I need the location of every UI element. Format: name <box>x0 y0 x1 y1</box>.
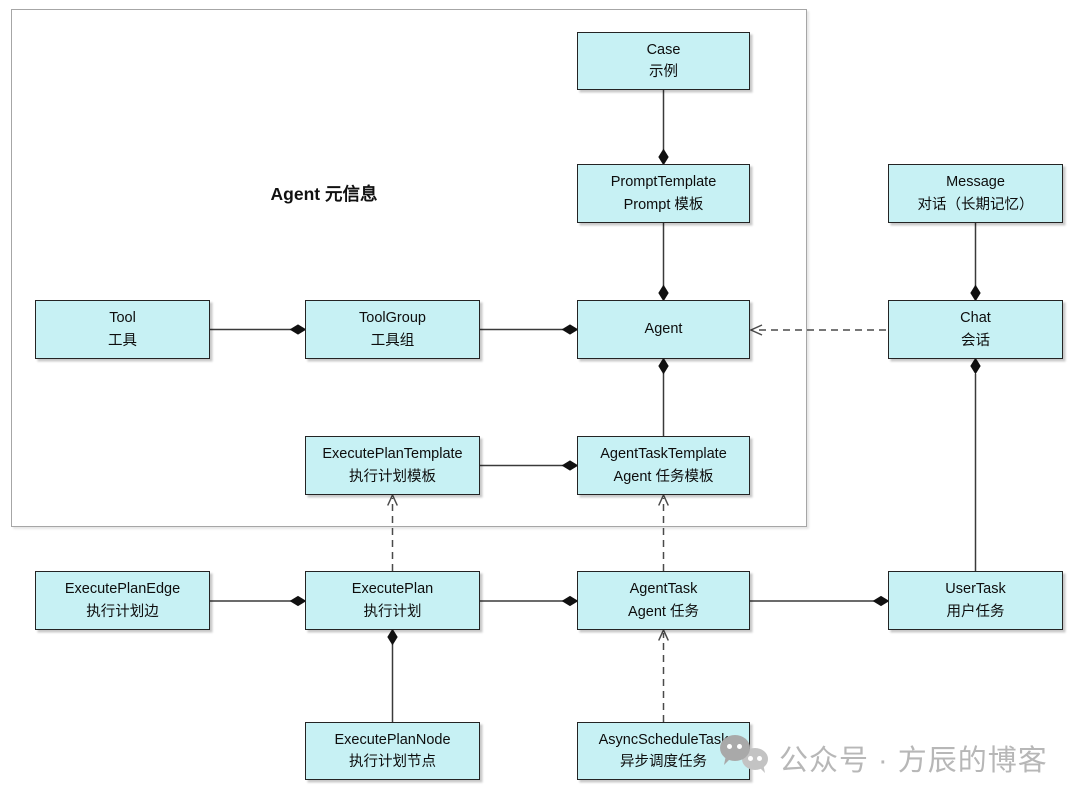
node-tool-group: ToolGroup 工具组 <box>305 300 480 359</box>
node-agent-task-name: AgentTask <box>629 581 698 598</box>
node-agent-task: AgentTask Agent 任务 <box>577 571 750 630</box>
node-execute-plan-template-zh: 执行计划模板 <box>349 468 436 485</box>
node-execute-plan-edge-zh: 执行计划边 <box>86 603 159 620</box>
node-tool-name: Tool <box>109 310 136 327</box>
edge-agenttasktemplate-agent <box>658 357 669 436</box>
node-user-task-name: UserTask <box>945 581 1006 598</box>
agent-meta-group-label: Agent 元信息 <box>270 184 378 204</box>
node-execute-plan-name: ExecutePlan <box>351 581 434 598</box>
node-user-task-zh: 用户任务 <box>946 603 1005 620</box>
node-agent-task-zh: Agent 任务 <box>628 603 699 620</box>
wechat-bubble-front <box>720 735 750 761</box>
arrowhead-into-agenttasktemplate <box>658 493 669 506</box>
node-execute-plan-edge: ExecutePlanEdge 执行计划边 <box>35 571 210 630</box>
edge-prompttemplate-agent <box>658 223 669 302</box>
node-execute-plan-template: ExecutePlanTemplate 执行计划模板 <box>305 436 480 495</box>
node-user-task: UserTask 用户任务 <box>888 571 1063 630</box>
edge-tool-toolgroup <box>210 324 307 335</box>
node-agent-task-template-name: AgentTaskTemplate <box>600 446 727 463</box>
edge-message-chat <box>970 223 981 302</box>
watermark-text: 公众号 · 方辰的博客 <box>779 745 1048 777</box>
node-tool: Tool 工具 <box>35 300 210 359</box>
edge-executeplantemplate-agenttasktemplate <box>480 460 579 471</box>
node-tool-group-zh: 工具组 <box>370 332 415 349</box>
node-execute-plan-node-zh: 执行计划节点 <box>349 754 436 770</box>
node-prompt-template-name: PromptTemplate <box>610 174 717 191</box>
node-agent-name: Agent <box>644 321 683 338</box>
node-execute-plan-zh: 执行计划 <box>363 603 422 620</box>
arrowhead-into-executeplantemplate <box>387 493 398 506</box>
edge-executeplannode-executeplan <box>387 628 398 722</box>
node-agent-task-template-zh: Agent 任务模板 <box>613 468 714 485</box>
edge-executeplan-agenttask <box>480 595 579 607</box>
node-agent-task-template: AgentTaskTemplate Agent 任务模板 <box>577 436 750 495</box>
node-execute-plan-node: ExecutePlanNode 执行计划节点 <box>305 722 480 780</box>
arrowhead-into-agent <box>749 324 763 336</box>
node-case-zh: 示例 <box>649 64 678 80</box>
node-chat: Chat 会话 <box>888 300 1063 359</box>
node-chat-zh: 会话 <box>961 332 990 349</box>
node-case: Case 示例 <box>577 32 750 90</box>
edge-executeplanedge-executeplan <box>210 595 307 607</box>
node-tool-group-name: ToolGroup <box>359 310 426 327</box>
node-chat-name: Chat <box>960 310 991 327</box>
node-execute-plan-node-name: ExecutePlanNode <box>334 731 451 748</box>
node-tool-zh: 工具 <box>108 332 137 349</box>
node-message-zh: 对话（长期记忆） <box>917 196 1034 213</box>
node-execute-plan: ExecutePlan 执行计划 <box>305 571 480 630</box>
node-agent: Agent <box>577 300 750 359</box>
node-message-name: Message <box>946 174 1005 191</box>
node-async-schedule-task-zh: 异步调度任务 <box>620 754 707 770</box>
wechat-icon <box>720 735 772 777</box>
edge-agenttask-usertask <box>750 595 890 607</box>
node-async-schedule-task-name: AsyncScheduleTask <box>598 731 729 748</box>
edge-case-prompttemplate <box>658 90 669 166</box>
node-prompt-template: PromptTemplate Prompt 模板 <box>577 164 750 223</box>
node-execute-plan-edge-name: ExecutePlanEdge <box>64 581 181 598</box>
node-prompt-template-zh: Prompt 模板 <box>623 196 704 213</box>
agent-meta-group-frame <box>11 9 807 527</box>
edge-usertask-chat <box>970 357 981 571</box>
node-case-name: Case <box>646 41 681 58</box>
node-message: Message 对话（长期记忆） <box>888 164 1063 223</box>
edge-toolgroup-agent <box>480 324 579 335</box>
node-execute-plan-template-name: ExecutePlanTemplate <box>322 446 463 463</box>
arrowhead-into-agenttask <box>658 628 669 641</box>
